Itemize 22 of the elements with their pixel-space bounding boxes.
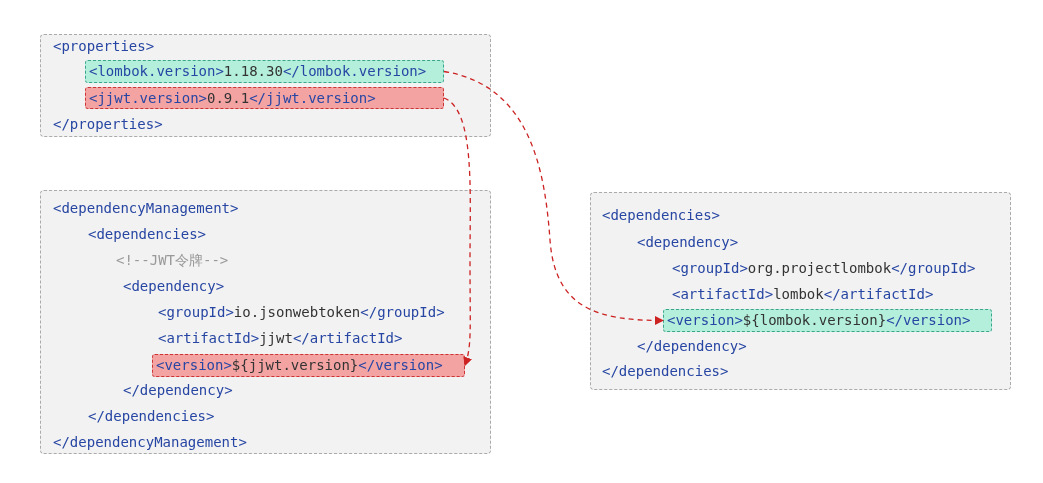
code-line: </properties> bbox=[53, 115, 163, 133]
arrow bbox=[443, 70, 664, 325]
code-line: <groupId>org.projectlombok</groupId> bbox=[672, 259, 976, 277]
code-line: <dependencies> bbox=[88, 225, 206, 243]
code-line: <artifactId>lombok</artifactId> bbox=[672, 285, 934, 303]
code-comment: <!--JWT令牌--> bbox=[116, 251, 229, 269]
code-line: <dependency> bbox=[637, 233, 739, 251]
code-line: <dependency> bbox=[123, 277, 225, 295]
code-line: </dependencies> bbox=[88, 407, 215, 425]
code-line: <groupId>io.jsonwebtoken</groupId> bbox=[158, 303, 445, 321]
code-panel bbox=[40, 34, 491, 137]
code-line: </dependency> bbox=[123, 381, 233, 399]
arrow bbox=[443, 97, 472, 367]
code-line: </dependencies> bbox=[602, 362, 729, 380]
code-line: <dependencies> bbox=[602, 206, 720, 224]
code-panel bbox=[590, 192, 1011, 390]
code-line: </dependencyManagement> bbox=[53, 433, 247, 451]
code-line: <properties> bbox=[53, 37, 155, 55]
code-line: <artifactId>jjwt</artifactId> bbox=[158, 329, 403, 347]
code-panel bbox=[40, 190, 491, 454]
code-line: <dependencyManagement> bbox=[53, 199, 239, 217]
code-line: </dependency> bbox=[637, 337, 747, 355]
